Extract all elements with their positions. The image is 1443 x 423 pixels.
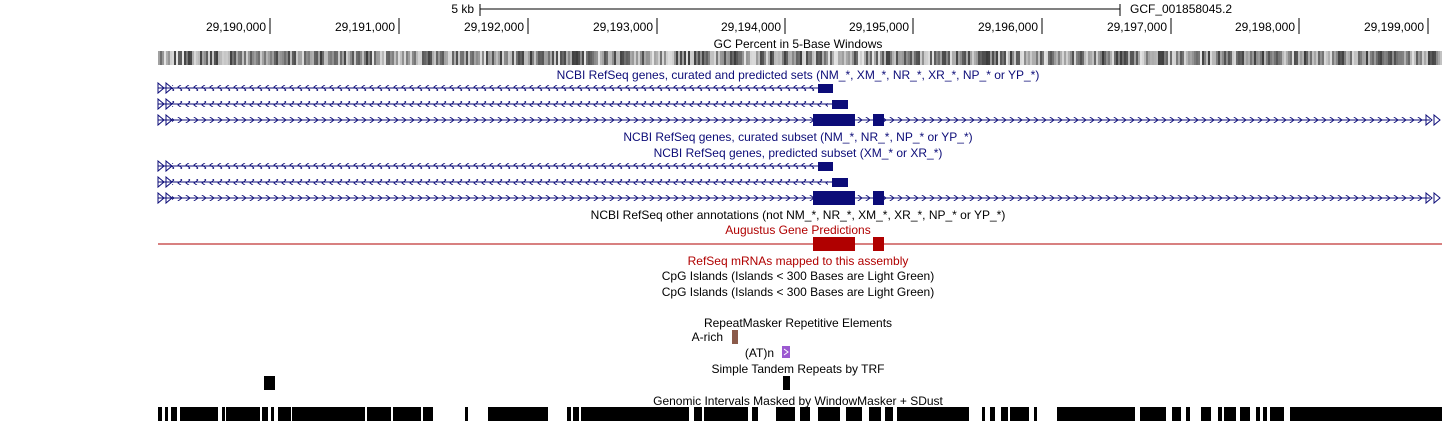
windowmasker-interval[interactable] [1224, 407, 1236, 421]
repeat-a-rich-element[interactable] [732, 330, 738, 344]
windowmasker-interval[interactable] [278, 407, 291, 421]
ruler-tick-label: 29,194,000 [721, 20, 781, 34]
windowmasker-interval[interactable] [800, 407, 810, 421]
windowmasker-interval[interactable] [1218, 407, 1222, 421]
trf-repeat-2[interactable] [783, 376, 790, 390]
windowmasker-interval[interactable] [271, 407, 274, 421]
refseq-mrna-track-label[interactable]: RefSeq mRNAs mapped to this assembly [688, 254, 909, 268]
ruler-tick-label: 29,192,000 [464, 20, 524, 34]
windowmasker-interval[interactable] [752, 407, 758, 421]
cpg-islands-track-label-1[interactable]: CpG Islands (Islands < 300 Bases are Lig… [662, 269, 934, 283]
gc-percent-track[interactable] [158, 51, 1442, 65]
windowmasker-interval[interactable] [1290, 407, 1442, 421]
windowmasker-interval[interactable] [982, 407, 985, 421]
windowmasker-interval[interactable] [1001, 407, 1008, 421]
windowmasker-interval[interactable] [1057, 407, 1135, 421]
windowmasker-interval[interactable] [818, 407, 840, 421]
refseq-all-transcript-2[interactable] [157, 97, 848, 111]
repeat-atn-element[interactable] [782, 346, 790, 358]
ruler-tick-label: 29,190,000 [206, 20, 266, 34]
windowmasker-interval[interactable] [165, 407, 168, 421]
windowmasker-interval[interactable] [581, 407, 689, 421]
ruler-tick-label: 29,196,000 [978, 20, 1038, 34]
windowmasker-interval[interactable] [488, 407, 548, 421]
windowmasker-interval[interactable] [465, 407, 468, 421]
windowmasker-interval[interactable] [1256, 407, 1260, 421]
assembly-label: GCF_001858045.2 [1130, 2, 1232, 16]
ruler-tick-label: 29,198,000 [1235, 20, 1295, 34]
scale-label: 5 kb [451, 2, 474, 16]
repeat-atn-label: (AT)n [745, 346, 774, 360]
windowmasker-interval[interactable] [1140, 407, 1166, 421]
windowmasker-interval[interactable] [1270, 407, 1284, 421]
windowmasker-interval[interactable] [1034, 407, 1037, 421]
refseq-all-transcript-3[interactable] [157, 113, 1441, 127]
windowmasker-interval[interactable] [990, 407, 995, 421]
windowmasker-interval[interactable] [573, 407, 579, 421]
refseq-predicted-transcript-1[interactable] [157, 159, 833, 173]
refseq-predicted-transcript-2[interactable] [157, 175, 848, 189]
windowmasker-interval[interactable] [897, 407, 969, 421]
windowmasker-interval[interactable] [869, 407, 881, 421]
windowmasker-interval[interactable] [423, 407, 433, 421]
windowmasker-interval[interactable] [180, 407, 218, 421]
base-position-ruler: 5 kb GCF_001858045.2 29,190,000 29,191,00… [206, 2, 1429, 34]
windowmasker-interval[interactable] [1186, 407, 1190, 421]
windowmasker-interval[interactable] [694, 407, 702, 421]
augustus-track-label[interactable]: Augustus Gene Predictions [725, 223, 870, 237]
ruler-tick-label: 29,197,000 [1107, 20, 1167, 34]
windowmasker-interval[interactable] [367, 407, 391, 421]
refseq-all-transcript-1[interactable] [157, 81, 833, 95]
windowmasker-interval[interactable] [158, 407, 162, 421]
repeat-a-rich-label: A-rich [692, 330, 723, 344]
windowmasker-interval[interactable] [567, 407, 571, 421]
refseq-predicted-transcript-3[interactable] [157, 191, 1441, 205]
ruler-tick-label: 29,195,000 [849, 20, 909, 34]
refseq-predicted-track-label[interactable]: NCBI RefSeq genes, predicted subset (XM_… [654, 146, 943, 160]
trf-track-label[interactable]: Simple Tandem Repeats by TRF [712, 362, 885, 376]
windowmasker-interval[interactable] [704, 407, 748, 421]
augustus-gene-prediction[interactable] [158, 237, 1442, 251]
ruler-tick-label: 29,199,000 [1364, 20, 1424, 34]
windowmasker-interval[interactable] [393, 407, 421, 421]
windowmasker-track[interactable] [158, 407, 1442, 421]
ruler-tick-label: 29,193,000 [593, 20, 653, 34]
windowmasker-interval[interactable] [1010, 407, 1029, 421]
refseq-all-track-label[interactable]: NCBI RefSeq genes, curated and predicted… [557, 68, 1040, 82]
windowmasker-interval[interactable] [1263, 407, 1267, 421]
refseq-other-track-label[interactable]: NCBI RefSeq other annotations (not NM_*,… [591, 208, 1006, 222]
refseq-curated-track-label[interactable]: NCBI RefSeq genes, curated subset (NM_*,… [623, 130, 972, 144]
windowmasker-interval[interactable] [885, 407, 893, 421]
windowmasker-interval[interactable] [1240, 407, 1250, 421]
ruler-tick-label: 29,191,000 [335, 20, 395, 34]
repeatmasker-track-label[interactable]: RepeatMasker Repetitive Elements [704, 316, 892, 330]
windowmasker-interval[interactable] [226, 407, 260, 421]
windowmasker-interval[interactable] [292, 407, 365, 421]
windowmasker-interval[interactable] [262, 407, 268, 421]
windowmasker-interval[interactable] [846, 407, 862, 421]
windowmasker-track-label[interactable]: Genomic Intervals Masked by WindowMasker… [653, 394, 943, 408]
windowmasker-interval[interactable] [1172, 407, 1181, 421]
gc-percent-track-label[interactable]: GC Percent in 5-Base Windows [714, 37, 883, 51]
windowmasker-interval[interactable] [1201, 407, 1211, 421]
windowmasker-interval[interactable] [171, 407, 177, 421]
cpg-islands-track-label-2[interactable]: CpG Islands (Islands < 300 Bases are Lig… [662, 285, 934, 299]
windowmasker-interval[interactable] [776, 407, 795, 421]
windowmasker-interval[interactable] [222, 407, 225, 421]
trf-repeat-1[interactable] [264, 376, 275, 390]
